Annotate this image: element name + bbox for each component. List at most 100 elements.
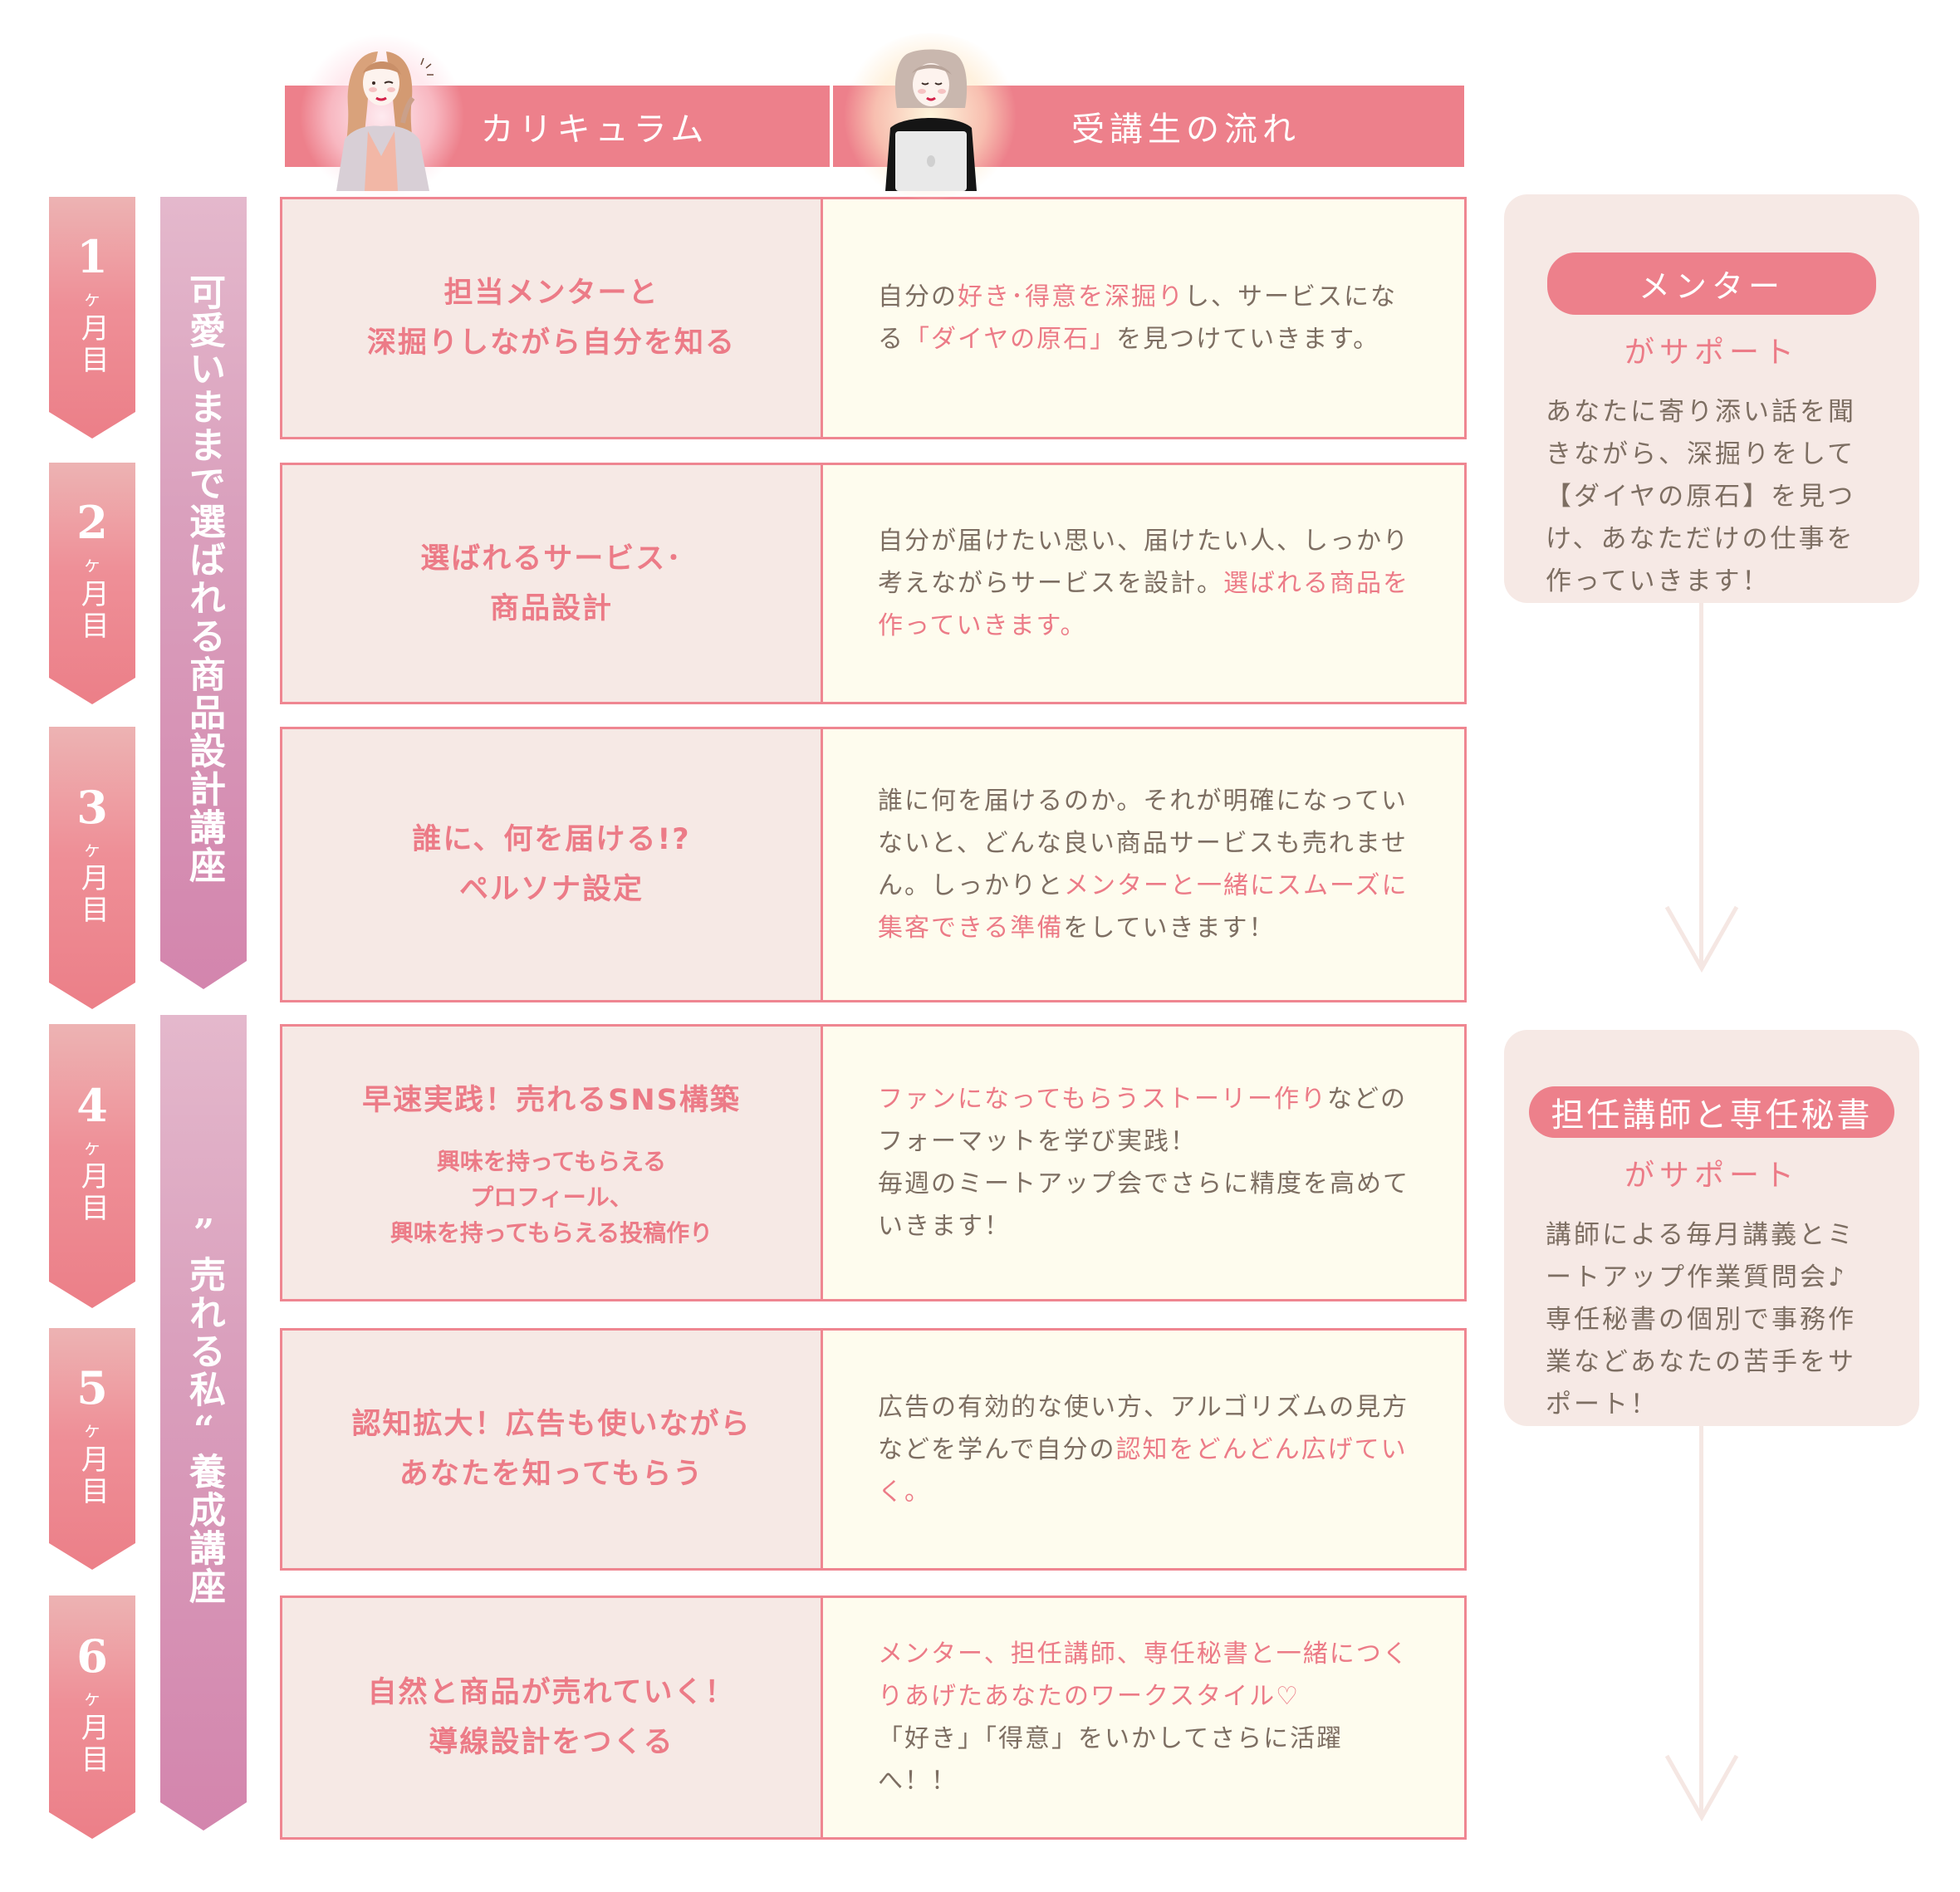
curriculum-row-5: 認知拡大！広告も使いながら あなたを知ってもらう 広告の有効的な使い方、アルゴリ… [280, 1328, 1467, 1571]
curriculum-row-1: 担当メンターと 深掘りしながら自分を知る 自分の好き･得意を深掘りし、サービスに… [280, 197, 1467, 439]
month-unit: 月目 [76, 1712, 110, 1776]
month-counter: ヶ [82, 839, 101, 860]
arrow-down-icon [1664, 905, 1739, 973]
month-marker-1: 1 ヶ 月目 [49, 197, 135, 439]
support-by-label: がサポート [1624, 1159, 1799, 1193]
month-number: 6 [76, 1630, 108, 1684]
month-marker-4: 4 ヶ 月目 [49, 1024, 135, 1308]
support-panel-instructor-secretary: 担任講師と専任秘書 がサポート 講師による毎月講義とミートアップ作業質問会♪ 専… [1504, 1030, 1919, 1426]
curriculum-cell: 認知拡大！広告も使いながら あなたを知ってもらう [282, 1331, 823, 1568]
flow-description: メンター、担任講師、専任秘書と一緒につくりあげたあなたのワークスタイル♡ 「好き」… [878, 1633, 1414, 1802]
month-number: 4 [76, 1078, 108, 1132]
support-description: 講師による毎月講義とミートアップ作業質問会♪ 専任秘書の個別で事務作業などあなた… [1546, 1214, 1878, 1426]
text-segment: 「好き」「得意」をいかしてさらに活躍へ！！ [878, 1724, 1344, 1796]
subtitle-line: 興味を持ってもらえる投稿作り [390, 1218, 713, 1247]
header-flow-label: 受講生の流れ [1071, 110, 1301, 149]
curriculum-title: 認知拡大！広告も使いながら あなたを知ってもらう [351, 1399, 751, 1499]
curriculum-row-6: 自然と商品が売れていく！ 導線設計をつくる メンター、担任講師、専任秘書と一緒に… [280, 1595, 1467, 1840]
month-number: 5 [76, 1361, 108, 1415]
title-line: 担当メンターと [443, 277, 659, 310]
highlighted-text: 認知をどんどん広げていく。 [878, 1434, 1408, 1507]
title-line: 自然と商品が売れていく！ [367, 1676, 736, 1709]
subtitle-line: プロフィール、 [470, 1183, 633, 1211]
month-unit: 月目 [76, 863, 110, 927]
month-number: 2 [76, 496, 108, 550]
curriculum-row-3: 誰に、何を届ける!? ペルソナ設定 誰に何を届けるのか。それが明確になっていない… [280, 727, 1467, 1002]
course-title: 可愛いままで選ばれる商品設計講座 [183, 273, 225, 885]
flow-cell: 広告の有効的な使い方、アルゴリズムの見方などを学んで自分の認知をどんどん広げてい… [823, 1331, 1464, 1568]
support-flow-line-2 [1699, 1426, 1703, 1816]
support-description-line: 専任秘書の個別で事務作業などあなたの苦手をサポート！ [1546, 1305, 1856, 1419]
support-role: メンター [1638, 268, 1785, 305]
support-by-label: がサポート [1624, 336, 1799, 370]
highlighted-text: メンター、担任講師、専任秘書と一緒につくりあげたあなたのワークスタイル♡ [878, 1640, 1409, 1711]
text-segment: 誰に何を届けるのか。それが明確になっていないと、どんな良い商品サービスも売れませ… [878, 787, 1408, 900]
curriculum-row-4: 早速実践！売れるSNS構築 興味を持ってもらえる プロフィール、 興味を持っても… [280, 1024, 1467, 1301]
title-line: 商品設計 [489, 591, 613, 625]
month-number: 3 [76, 780, 108, 834]
course-banner-product-design: 可愛いままで選ばれる商品設計講座 [160, 197, 247, 989]
student-illustration-icon [885, 49, 977, 191]
month-counter: ヶ [82, 1689, 101, 1710]
curriculum-cell: 早速実践！売れるSNS構築 興味を持ってもらえる プロフィール、 興味を持っても… [282, 1027, 823, 1299]
month-unit: 月目 [76, 578, 110, 642]
title-line: ペルソナ設定 [458, 873, 644, 906]
flow-cell: メンター、担任講師、専任秘書と一緒につくりあげたあなたのワークスタイル♡ 「好き」… [823, 1598, 1464, 1837]
month-marker-2: 2 ヶ 月目 [49, 463, 135, 704]
mentor-illustration-icon [336, 51, 434, 191]
highlighted-text: ファンになってもらうストーリー作り [878, 1085, 1327, 1114]
text-segment: し、サービスになる [878, 282, 1397, 354]
text-segment: などのフォーマットを学び実践！ [878, 1085, 1407, 1156]
curriculum-row-2: 選ばれるサービス･ 商品設計 自分が届けたい思い、届けたい人、しっかり考えながら… [280, 463, 1467, 704]
text-segment: を見つけていきます。 [1116, 325, 1380, 354]
text-segment: 自分の [878, 282, 958, 311]
month-unit: 月目 [76, 312, 110, 376]
support-flow-line-1 [1699, 603, 1703, 968]
title-line: 誰に、何を届ける!? [412, 823, 691, 856]
month-counter: ヶ [82, 289, 101, 311]
course-title: ”売れる私“養成講座 [183, 1212, 225, 1605]
support-role: 担任講師と専任秘書 [1551, 1096, 1873, 1135]
month-marker-5: 5 ヶ 月目 [49, 1328, 135, 1570]
flow-description: 広告の有効的な使い方、アルゴリズムの見方などを学んで自分の認知をどんどん広げてい… [878, 1386, 1414, 1513]
curriculum-cell: 担当メンターと 深掘りしながら自分を知る [282, 199, 823, 437]
flow-cell: ファンになってもらうストーリー作りなどのフォーマットを学び実践！ 毎週のミートアッ… [823, 1027, 1464, 1299]
title-line: 深掘りしながら自分を知る [366, 326, 736, 360]
flow-cell: 自分が届けたい思い、届けたい人、しっかり考えながらサービスを設計。選ばれる商品を… [823, 465, 1464, 702]
flow-cell: 自分の好き･得意を深掘りし、サービスになる「ダイヤの原石」を見つけていきます。 [823, 199, 1464, 437]
curriculum-title: 担当メンターと 深掘りしながら自分を知る [367, 268, 736, 368]
title-line: 早速実践！売れるSNS構築 [362, 1083, 741, 1117]
highlighted-text: メンターと一緒にスムーズに集客できる準備 [878, 871, 1409, 943]
month-marker-3: 3 ヶ 月目 [49, 727, 135, 1009]
title-line: 選ばれるサービス･ [420, 542, 683, 576]
highlighted-text: 好き･得意を深掘り [958, 282, 1184, 311]
text-segment: 毎週のミートアップ会でさらに精度を高めていきます！ [878, 1169, 1409, 1241]
flow-description: ファンになってもらうストーリー作りなどのフォーマットを学び実践！ 毎週のミートアッ… [878, 1078, 1414, 1247]
curriculum-cell: 誰に、何を届ける!? ペルソナ設定 [282, 729, 823, 1000]
highlighted-text: 「ダイヤの原石」 [904, 325, 1117, 354]
title-line: 認知拡大！広告も使いながら [351, 1408, 752, 1441]
flow-description: 自分が届けたい思い、届けたい人、しっかり考えながらサービスを設計。選ばれる商品を… [878, 520, 1414, 647]
text-segment: 自分が届けたい思い、届けたい人、しっかり考えながらサービスを設計。 [878, 527, 1409, 598]
support-panel-mentor: メンター がサポート あなたに寄り添い話を聞きながら、深掘りをして【ダイヤの原石… [1504, 194, 1919, 603]
month-marker-6: 6 ヶ 月目 [49, 1595, 135, 1839]
text-segment: 広告の有効的な使い方、アルゴリズムの見方などを学んで自分の [878, 1392, 1409, 1464]
curriculum-title: 早速実践！売れるSNS構築 [362, 1076, 741, 1125]
flow-description: 誰に何を届けるのか。それが明確になっていないと、どんな良い商品サービスも売れませ… [878, 780, 1414, 949]
support-description: あなたに寄り添い話を聞きながら、深掘りをして【ダイヤの原石】を見つけ、あなただけ… [1546, 397, 1856, 596]
month-counter: ヶ [82, 555, 101, 576]
month-number: 1 [76, 230, 108, 284]
curriculum-title: 選ばれるサービス･ 商品設計 [420, 534, 683, 634]
text-segment: をしていきます！ [1063, 914, 1276, 943]
curriculum-cell: 選ばれるサービス･ 商品設計 [282, 465, 823, 702]
flow-cell: 誰に何を届けるのか。それが明確になっていないと、どんな良い商品サービスも売れませ… [823, 729, 1464, 1000]
month-counter: ヶ [82, 1420, 101, 1442]
subtitle-line: 興味を持ってもらえる [436, 1147, 667, 1175]
support-role-badge: 担任講師と専任秘書 [1529, 1086, 1894, 1138]
month-unit: 月目 [76, 1161, 110, 1225]
header-curriculum-label: カリキュラム [480, 110, 709, 149]
support-description-line: 講師による毎月講義とミートアップ作業質問会♪ [1546, 1220, 1856, 1292]
course-banner-selling-self: ”売れる私“養成講座 [160, 1015, 247, 1831]
month-counter: ヶ [82, 1137, 101, 1159]
curriculum-cell: 自然と商品が売れていく！ 導線設計をつくる [282, 1598, 823, 1837]
